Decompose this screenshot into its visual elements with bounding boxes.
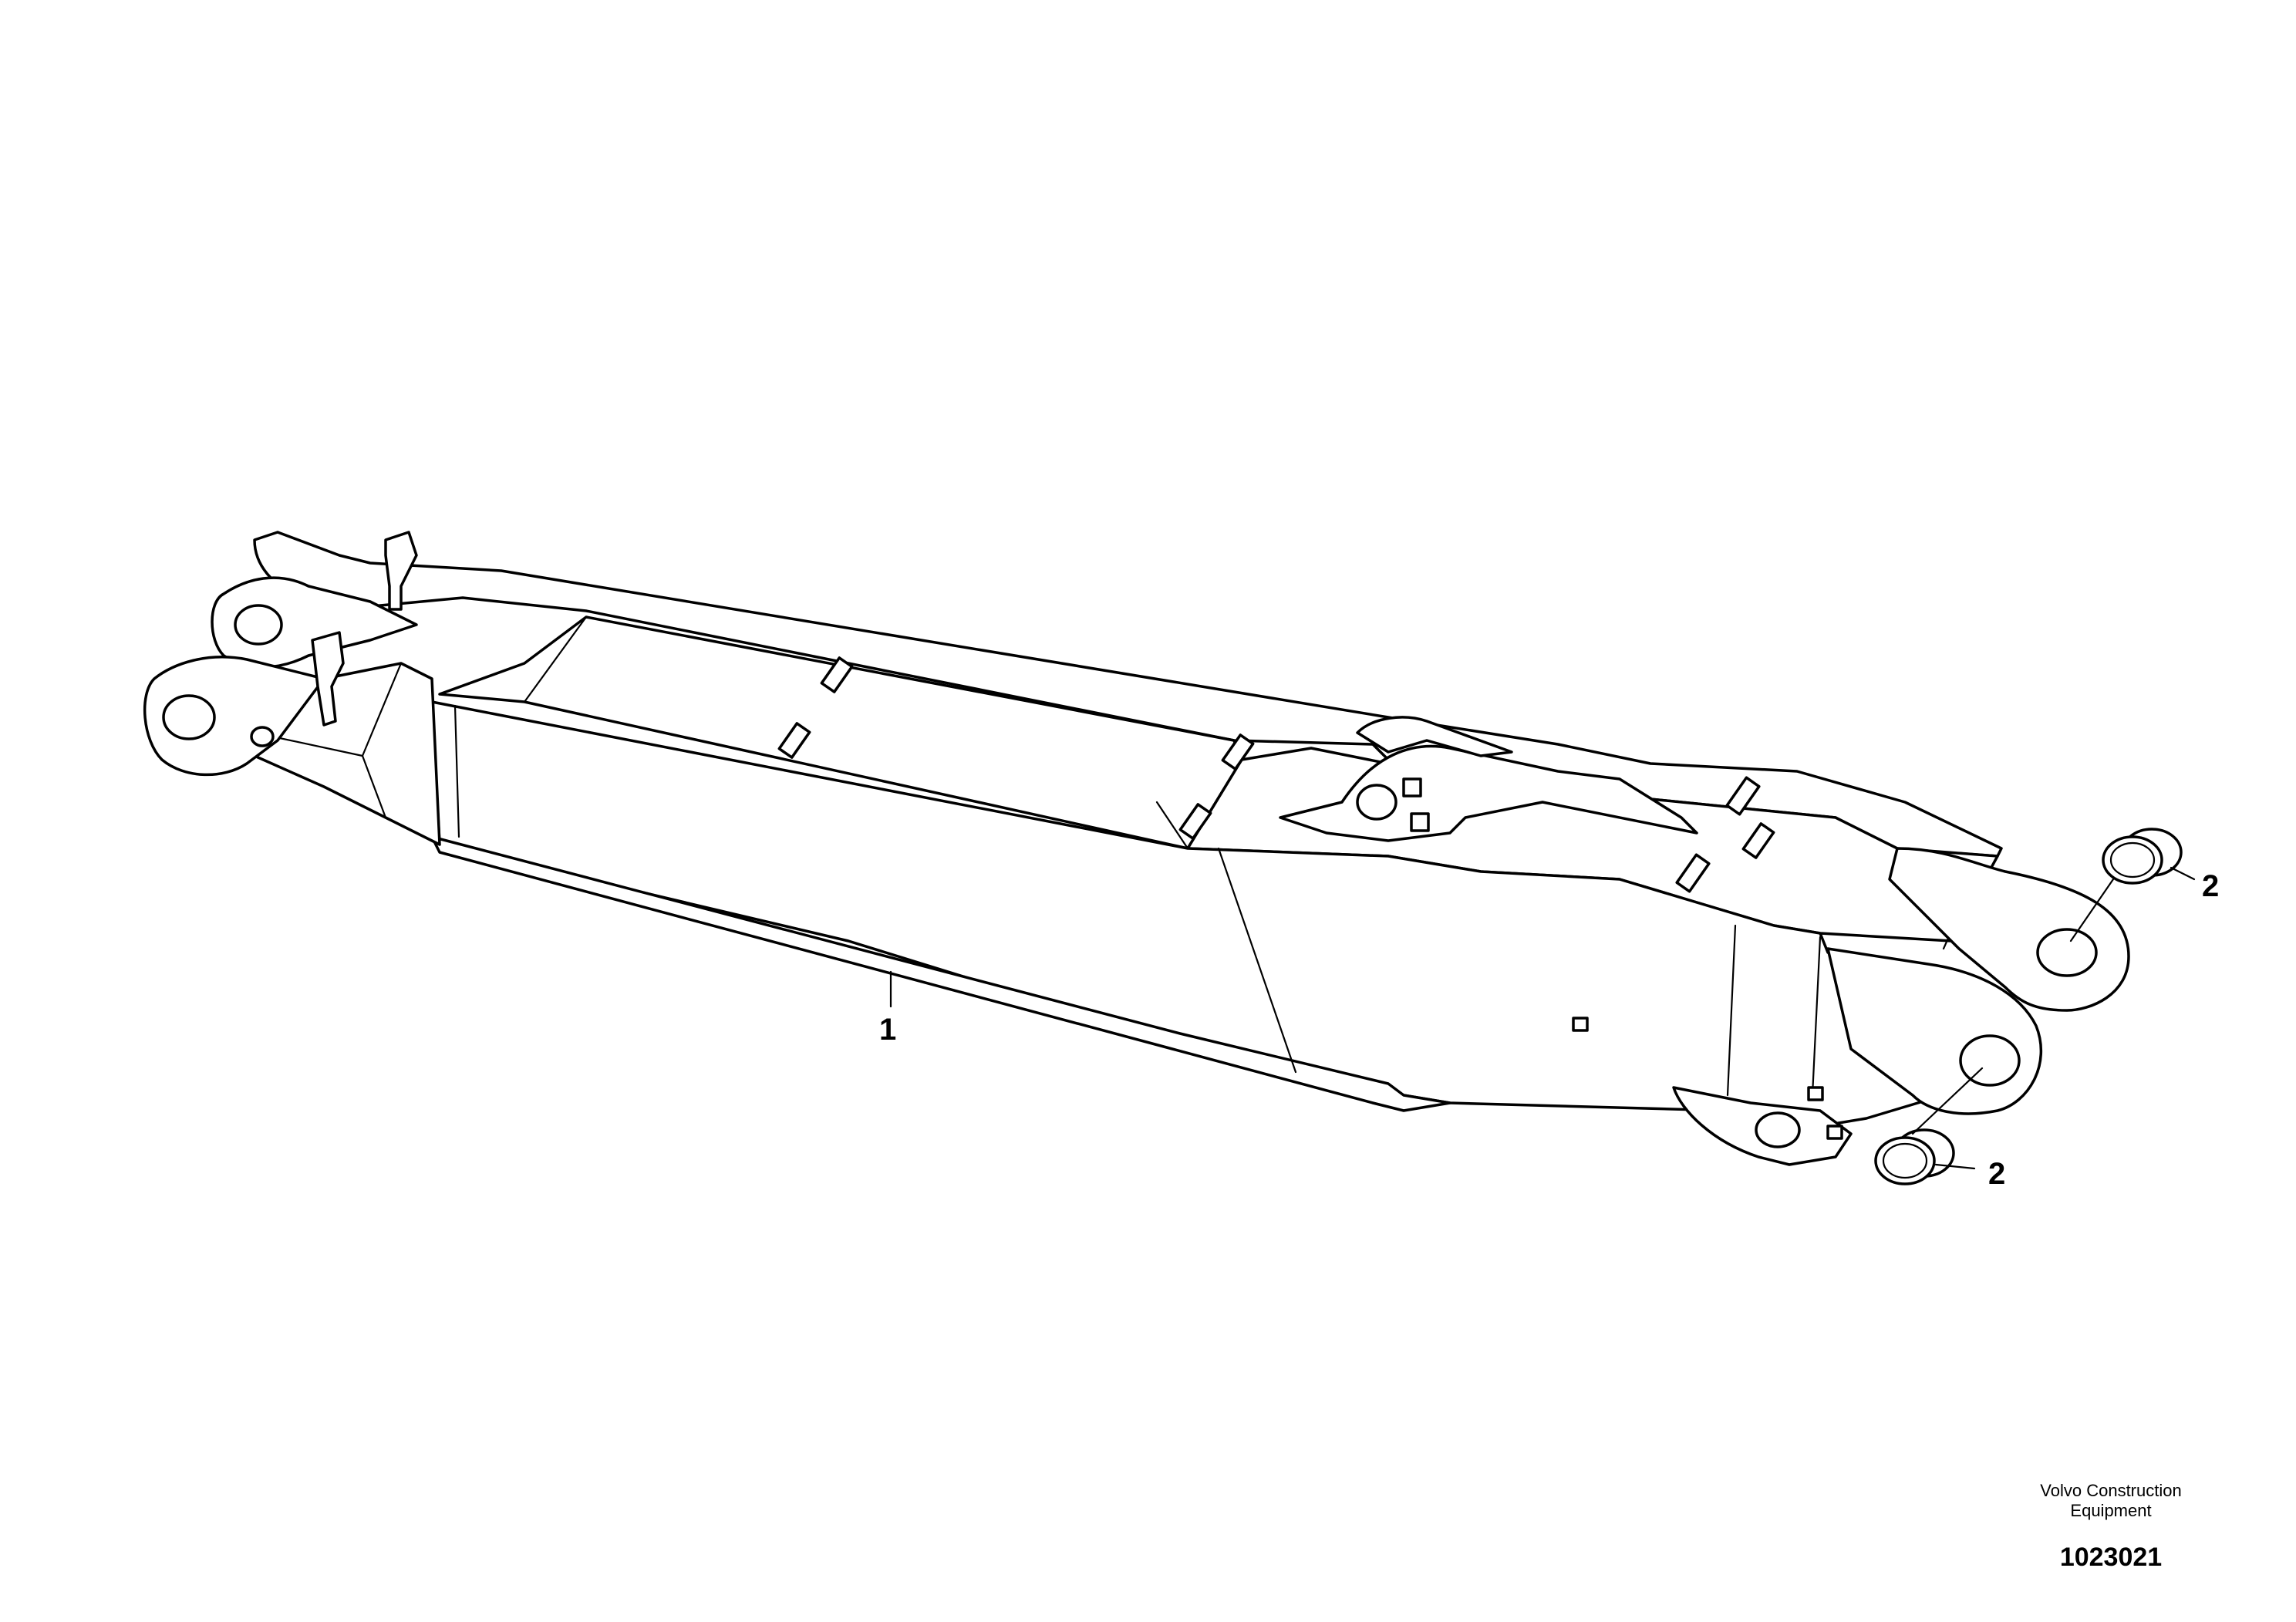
callout-2a-label: 2 (2202, 869, 2219, 903)
bushing-bore (1882, 1142, 1928, 1179)
callout-2a-leader (2069, 878, 2115, 943)
bracket-block (1826, 1125, 1843, 1140)
hose-clamp (1725, 776, 1761, 816)
callout-2b-leader (1934, 1163, 1976, 1170)
panel-seam (1726, 924, 1737, 1097)
hose-clamp (1675, 853, 1711, 893)
hose-clamp (820, 656, 854, 693)
bushing-bore (2109, 841, 2156, 878)
hose-clamp (1741, 822, 1775, 859)
company-name: Volvo Construction Equipment (2040, 1481, 2182, 1520)
hose-clamps (777, 656, 1775, 893)
bushing-upper (2102, 828, 2183, 885)
panel-seam (453, 704, 460, 838)
panel-seam (1811, 936, 1822, 1097)
bracket-block (1402, 777, 1422, 798)
callout-2b-label: 2 (1988, 1157, 2005, 1191)
callout-1-label: 1 (879, 1013, 896, 1047)
cylinder-mount-bore (1356, 784, 1397, 821)
boom-assembly (143, 531, 2130, 1166)
hose-clamp (1178, 803, 1212, 840)
boom-bottom-flange (430, 835, 1451, 1112)
bushing-lower (1874, 1128, 1955, 1185)
callout-2b-leader (1911, 1067, 1984, 1135)
hose-clamp (777, 722, 811, 759)
boom-foot-lug-near (143, 656, 325, 777)
hose-bracket (384, 531, 418, 611)
head-pin-bore-upper (2036, 928, 2098, 977)
panel-seam (523, 615, 588, 703)
plate-fastener (1572, 1017, 1589, 1032)
panel-seam (1155, 801, 1189, 850)
foot-pin-bore-far (234, 604, 283, 646)
bucket-cylinder-bore (1755, 1111, 1801, 1148)
foot-pin-bore-near (162, 694, 216, 740)
bracket-block (1410, 812, 1430, 832)
grease-nipple (250, 726, 275, 747)
hose-bracket (311, 631, 345, 727)
cylinder-mount-plate (1356, 716, 1513, 757)
bracket-block (1807, 1086, 1824, 1101)
hose-clamp (1221, 733, 1255, 771)
drawing-caption: Volvo Construction Equipment 1023021 (2034, 1481, 2188, 1573)
drawing-number: 1023021 (2059, 1543, 2163, 1572)
callout-2a-leader (2170, 866, 2196, 881)
head-pin-bore-lower (1959, 1034, 2021, 1087)
panel-seam (1217, 847, 1297, 1074)
